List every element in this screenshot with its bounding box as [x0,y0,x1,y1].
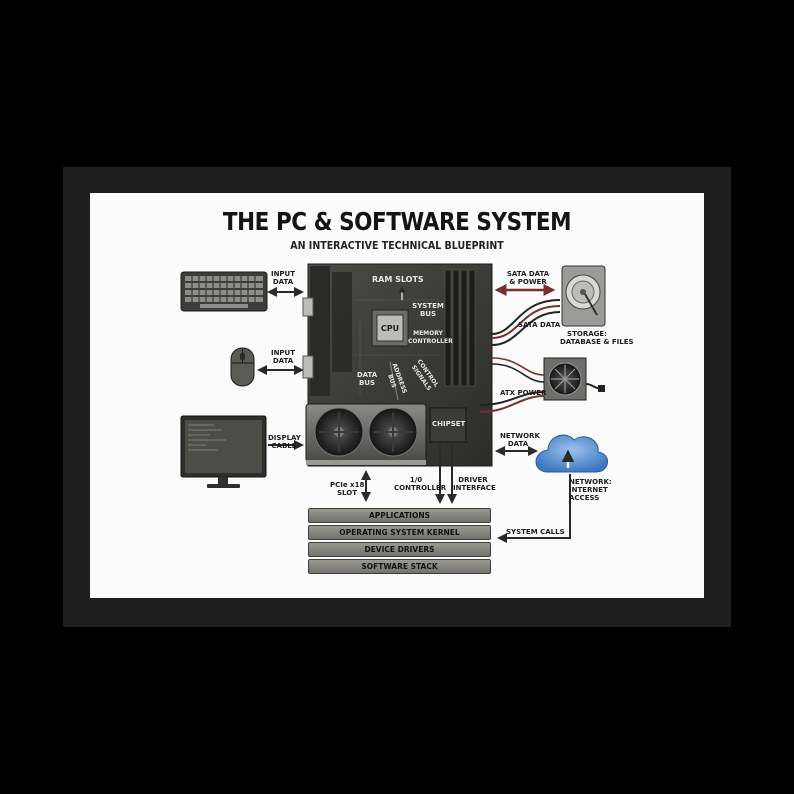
keyboard-icon [180,271,268,312]
storage-label: STORAGE:DATABASE & FILES [560,330,634,346]
cloud-icon [535,434,608,473]
stack-device-drivers: DEVICE DRIVERS [308,542,491,557]
cpu-label: CPU [380,324,400,333]
ram-slots-label: RAM SLOTS [372,275,424,284]
sata-cables [479,299,561,413]
poster-subtitle: AN INTERACTIVE TECHNICAL BLUEPRINT [290,239,504,252]
mouse-icon [230,347,255,387]
power-supply-icon [543,357,605,401]
stack-software-stack: SOFTWARE STACK [308,559,491,574]
atx-power-label: ATX POWER [500,389,547,397]
poster-title: THE PC & SOFTWARE SYSTEM [222,207,572,236]
monitor-icon [180,415,267,488]
system-calls-arrow [497,474,571,543]
stack-applications: APPLICATIONS [308,508,491,523]
sata-data-power-label: SATA DATA& POWER [506,270,550,286]
hard-drive-icon [561,265,606,327]
chipset-label: CHIPSET [432,420,466,428]
sata-data-label: SATA DATA [518,321,561,329]
system-calls-label: SYSTEM CALLS [506,528,565,536]
graphics-card-icon [305,403,427,465]
stack-os-kernel: OPERATING SYSTEM KERNEL [308,525,491,540]
motherboard-icon [302,263,493,467]
